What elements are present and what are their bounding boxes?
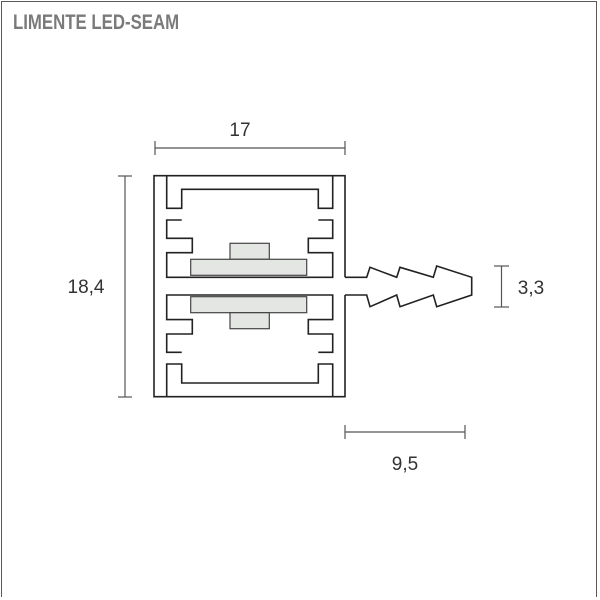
lower-led-chip — [229, 312, 270, 330]
product-title: LIMENTE LED-SEAM — [13, 11, 180, 34]
dimension-fin-thickness — [494, 265, 509, 308]
upper-chamber-top-rail — [165, 175, 334, 210]
upper-led-strip — [190, 258, 308, 276]
upper-chamber-outline — [165, 219, 334, 279]
dimension-height — [118, 175, 132, 398]
lower-led-strip — [190, 296, 308, 314]
dimension-height-label: 18,4 — [68, 277, 105, 298]
dimension-fin-thickness-label: 3,3 — [518, 278, 544, 299]
dimension-width-label: 17 — [229, 120, 250, 141]
dimension-fin-length-label: 9,5 — [392, 454, 418, 475]
profile-fin — [345, 264, 473, 308]
lower-chamber-outline — [165, 294, 334, 354]
dimension-fin-length — [344, 425, 466, 439]
dimension-width — [154, 141, 346, 155]
profile-outer-outline — [153, 174, 346, 398]
upper-led-chip — [229, 242, 270, 260]
lower-chamber-bottom-rail — [165, 363, 334, 397]
